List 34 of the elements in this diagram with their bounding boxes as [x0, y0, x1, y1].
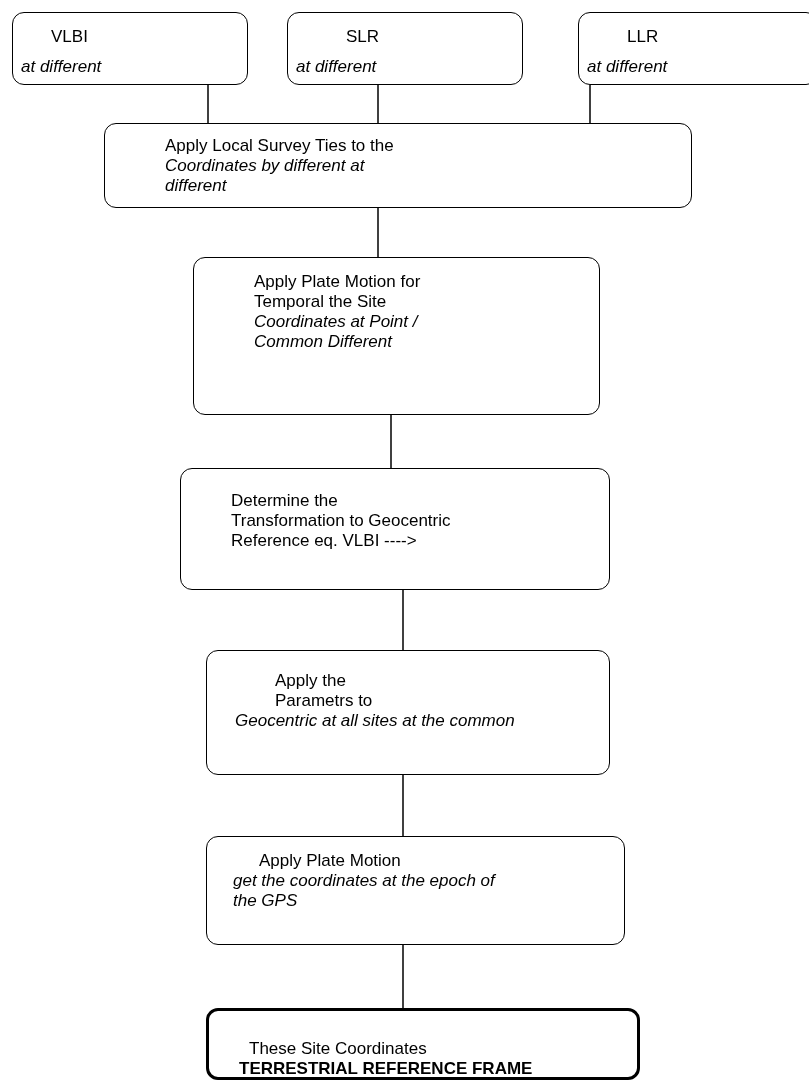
box-text: TERRESTRIAL REFERENCE FRAME [239, 1059, 534, 1079]
process-box [578, 12, 809, 85]
box-text: These Site Coordinates [248, 1039, 428, 1059]
process-box [104, 123, 692, 208]
box-text: Coordinates at Point / Common Different [254, 312, 420, 352]
connector-line [402, 589, 404, 651]
box-text: VLBI [50, 27, 89, 47]
connector-line [589, 84, 591, 124]
process-box [206, 836, 625, 945]
process-box [287, 12, 523, 85]
box-text: Coordinates by different at different [165, 156, 366, 196]
box-text: Geocentric at all sites at the common [235, 711, 516, 731]
connector-line [402, 774, 404, 837]
box-text: get the coordinates at the epoch of the GPS [233, 871, 497, 911]
box-text: SLR [345, 27, 381, 47]
box-text: Apply Local Survey Ties to the [165, 136, 395, 156]
process-box [12, 12, 248, 85]
process-box [180, 468, 610, 590]
box-text: at different [21, 57, 103, 77]
connector-line [377, 84, 379, 124]
box-text: Apply Plate Motion [258, 851, 402, 871]
box-text: Apply the Parametrs to [274, 671, 374, 711]
box-text: Determine the Transformation to Geocentric Reference eq. VLBI ----> [231, 491, 451, 551]
box-text: at different [587, 57, 669, 77]
process-box [206, 650, 610, 775]
connector-line [207, 84, 209, 124]
connector-line [377, 207, 379, 258]
box-text: at different [296, 57, 378, 77]
connector-line [402, 944, 404, 1009]
terminal-box [206, 1008, 640, 1080]
connector-line [390, 414, 392, 469]
box-text: LLR [626, 27, 660, 47]
box-text: Apply Plate Motion for Temporal the Site [254, 272, 422, 312]
process-box [193, 257, 600, 415]
